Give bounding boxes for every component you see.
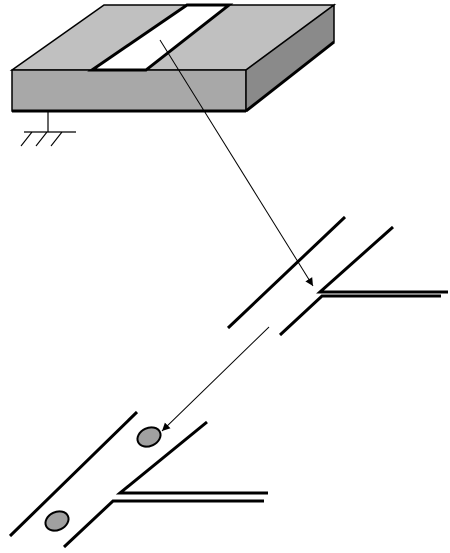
substrate-block	[9, 3, 337, 113]
lower-ellipse-marker	[44, 510, 70, 532]
callout-arrow-2	[161, 326, 270, 432]
upper-ellipse-marker	[136, 426, 162, 448]
substrate-side-bottom-edge	[245, 40, 335, 113]
callout-arrow-1	[159, 39, 314, 287]
upper-slot-line	[226, 215, 347, 330]
detailed-branch-inner	[62, 499, 264, 549]
ground-symbol	[20, 111, 76, 147]
magnified-slot-transition	[226, 215, 448, 337]
detailed-slot-transition	[8, 410, 268, 549]
detailed-upper-line	[8, 410, 139, 538]
lower-branch-outer	[316, 225, 448, 294]
detailed-branch-outer	[115, 420, 268, 495]
lower-branch-inner	[278, 294, 441, 337]
slot-aperture	[87, 3, 234, 72]
substrate-front-face	[11, 69, 247, 112]
